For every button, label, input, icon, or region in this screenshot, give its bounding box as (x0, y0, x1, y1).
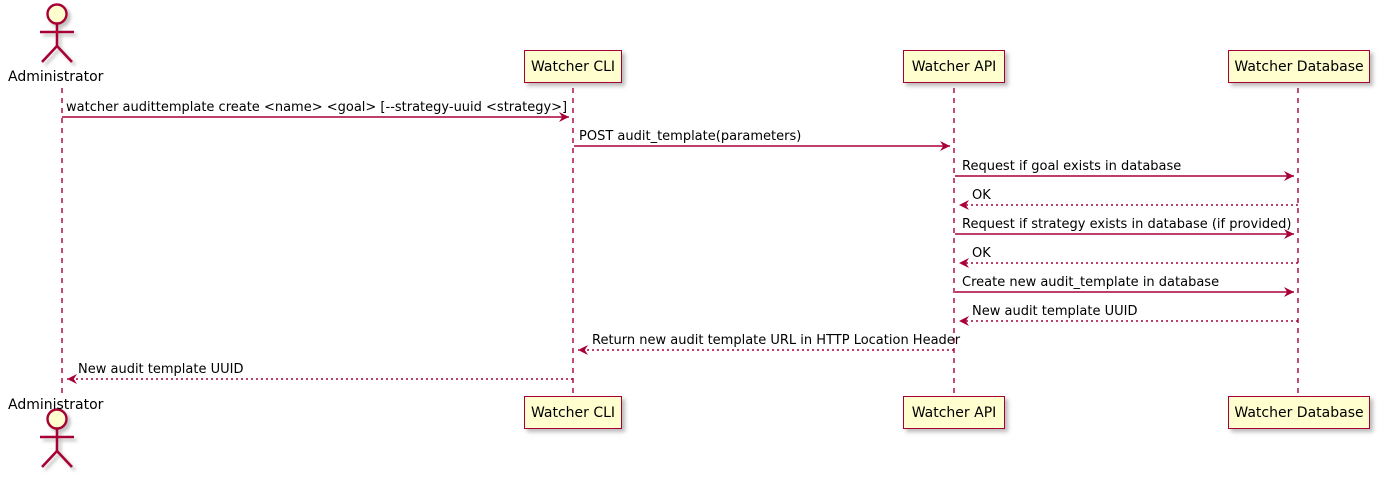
message-label-10: New audit template UUID (78, 362, 244, 377)
message-label-2: POST audit_template(parameters) (579, 129, 802, 144)
participant-label-cli-bottom: Watcher CLI (530, 404, 616, 421)
message-label-5: Request if strategy exists in database (… (962, 217, 1292, 232)
participant-box-db-bottom[interactable]: Watcher Database (1228, 396, 1370, 429)
participant-label-db-bottom: Watcher Database (1234, 404, 1364, 421)
message-label-3: Request if goal exists in database (962, 159, 1182, 174)
message-label-9: Return new audit template URL in HTTP Lo… (592, 333, 961, 348)
participant-label-cli-top: Watcher CLI (530, 58, 616, 75)
actor-administrator-bottom (40, 408, 74, 468)
message-label-8: New audit template UUID (972, 304, 1138, 319)
actor-administrator-top (40, 3, 74, 63)
message-label-1: watcher audittemplate create <name> <goa… (66, 100, 568, 115)
message-label-6: OK (972, 246, 991, 261)
participant-box-db-top[interactable]: Watcher Database (1228, 50, 1370, 83)
participant-box-cli-top[interactable]: Watcher CLI (524, 50, 622, 83)
lifelines (61, 88, 1299, 395)
actor-label-administrator-bottom: Administrator (8, 397, 104, 413)
participant-label-api-top: Watcher API (911, 58, 997, 75)
message-label-7: Create new audit_template in database (962, 275, 1220, 290)
message-arrows (62, 112, 1298, 384)
participant-label-db-top: Watcher Database (1234, 58, 1364, 75)
participant-label-api-bottom: Watcher API (911, 404, 997, 421)
participant-box-cli-bottom[interactable]: Watcher CLI (524, 396, 622, 429)
participant-box-api-bottom[interactable]: Watcher API (903, 396, 1005, 429)
message-label-4: OK (972, 188, 991, 203)
participant-box-api-top[interactable]: Watcher API (903, 50, 1005, 83)
actor-label-administrator-top: Administrator (8, 69, 104, 85)
